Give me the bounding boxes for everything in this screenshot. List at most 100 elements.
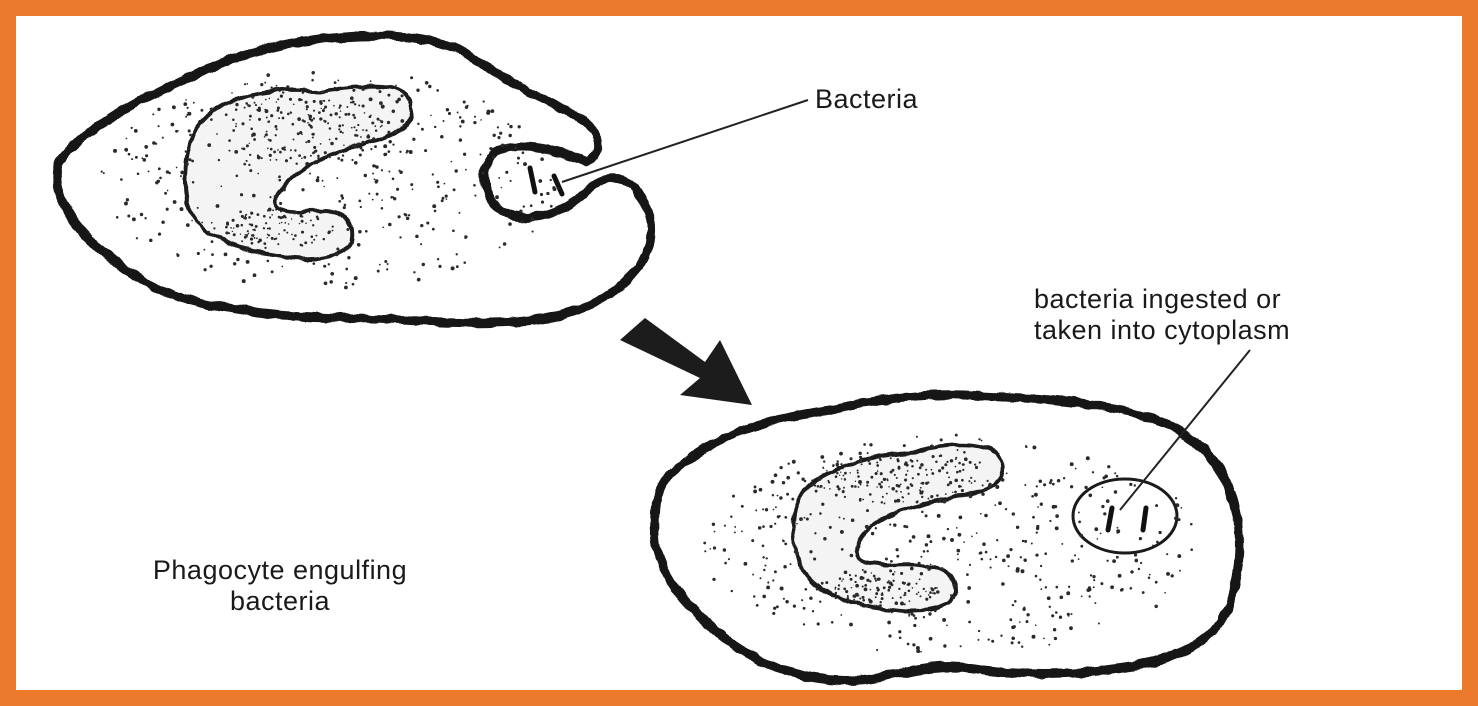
granule xyxy=(355,129,357,131)
granule xyxy=(811,483,814,486)
granule xyxy=(841,580,843,582)
granule xyxy=(381,207,384,210)
granule xyxy=(868,598,871,601)
granule xyxy=(928,612,931,615)
granule xyxy=(278,216,281,219)
granule xyxy=(956,527,958,529)
granule xyxy=(888,486,889,487)
granule xyxy=(876,486,878,488)
granule xyxy=(772,612,775,615)
granule xyxy=(1190,523,1193,526)
granule xyxy=(873,575,876,578)
granule xyxy=(982,484,984,486)
granule xyxy=(892,469,895,472)
granule xyxy=(269,208,272,211)
granule xyxy=(180,175,182,177)
granule xyxy=(281,266,283,268)
granule xyxy=(357,243,361,247)
granule xyxy=(774,473,778,477)
granule xyxy=(762,595,766,599)
granule xyxy=(918,592,920,594)
granule xyxy=(957,553,959,555)
granule xyxy=(306,105,309,108)
granule xyxy=(289,157,292,160)
granule xyxy=(1012,512,1015,515)
granule xyxy=(387,121,390,124)
granule xyxy=(558,187,560,189)
granule xyxy=(126,138,128,140)
granule xyxy=(313,110,315,112)
granule xyxy=(413,271,415,273)
granule xyxy=(903,501,904,502)
granule xyxy=(911,465,914,468)
granule xyxy=(464,235,467,238)
granule xyxy=(1049,520,1051,522)
granule xyxy=(379,264,381,266)
granule xyxy=(342,154,344,156)
granule xyxy=(244,107,246,109)
granule xyxy=(1158,531,1161,534)
granule xyxy=(329,157,331,159)
granule xyxy=(216,133,218,135)
granule xyxy=(456,253,458,255)
granule xyxy=(540,193,543,196)
granule xyxy=(269,98,270,99)
granule xyxy=(382,226,384,228)
granule xyxy=(921,511,924,514)
granule xyxy=(210,118,213,121)
granule xyxy=(866,579,869,582)
granule xyxy=(892,580,894,582)
granule xyxy=(812,610,814,612)
granule xyxy=(422,263,425,266)
granule xyxy=(224,252,228,256)
granule xyxy=(275,128,277,130)
granule xyxy=(860,484,862,486)
granule xyxy=(388,170,390,172)
granule xyxy=(389,140,392,143)
granule xyxy=(811,479,813,481)
granule xyxy=(946,624,948,626)
granule xyxy=(1051,614,1054,617)
granule xyxy=(1075,468,1077,470)
granule xyxy=(442,197,445,200)
granule xyxy=(113,149,117,153)
granule xyxy=(144,145,148,149)
granule xyxy=(308,124,311,127)
granule xyxy=(1149,574,1151,576)
granule xyxy=(249,223,251,225)
granule xyxy=(233,233,236,236)
granule xyxy=(734,526,736,528)
granule xyxy=(360,206,362,208)
granule xyxy=(1045,586,1047,588)
granule xyxy=(406,150,409,153)
granule xyxy=(820,475,822,477)
granule xyxy=(461,120,465,124)
granule xyxy=(352,100,355,103)
granule xyxy=(262,94,264,96)
granule xyxy=(734,531,736,533)
granule xyxy=(901,496,903,498)
granule xyxy=(1106,499,1110,503)
granule xyxy=(432,228,435,231)
granule xyxy=(875,592,878,595)
granule xyxy=(317,155,320,158)
granule xyxy=(935,460,938,463)
granule xyxy=(712,578,715,581)
granule xyxy=(758,526,762,530)
granule xyxy=(932,455,935,458)
granule xyxy=(230,227,232,229)
granule xyxy=(276,101,278,103)
granule xyxy=(241,224,244,227)
granule xyxy=(187,107,189,109)
granule xyxy=(316,215,319,218)
granule xyxy=(1059,616,1062,619)
granule xyxy=(839,452,843,456)
granule xyxy=(459,125,461,127)
granule xyxy=(955,458,957,460)
granule xyxy=(958,462,961,465)
phagosome-vacuole xyxy=(1073,479,1177,553)
granule xyxy=(374,145,377,148)
granule xyxy=(177,130,179,132)
granule xyxy=(261,104,262,105)
granule xyxy=(724,562,727,565)
